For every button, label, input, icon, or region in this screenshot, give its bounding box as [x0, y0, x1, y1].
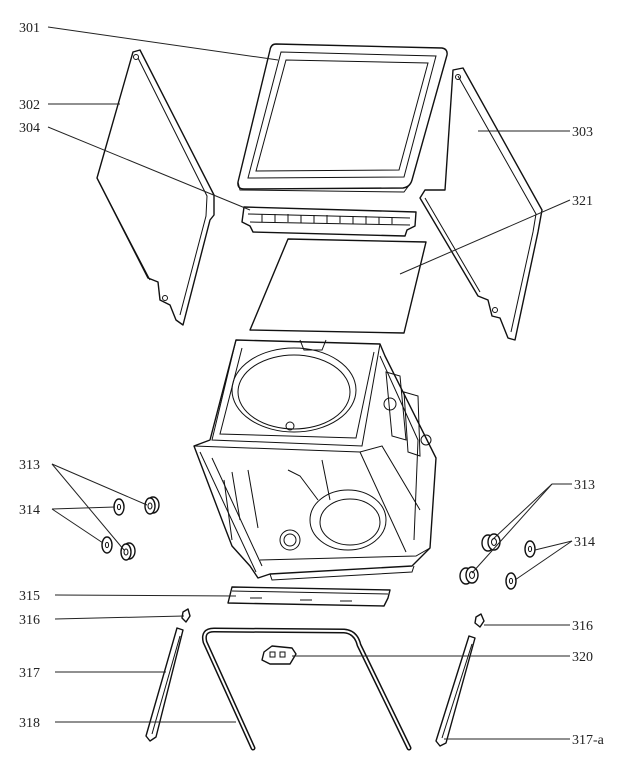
label-320: 320: [572, 650, 593, 665]
label-316-right: 316: [572, 619, 593, 634]
part-313-right-wheel-upper[interactable]: [481, 533, 501, 552]
part-318-door-gasket[interactable]: [201, 627, 412, 751]
part-303-right-side-panel[interactable]: [419, 67, 543, 341]
label-304: 304: [19, 121, 40, 136]
label-317: 317: [19, 666, 40, 681]
part-labels: 301 302 304 303 321 313 314 313 314 315 …: [19, 21, 605, 748]
part-314-left-washer-lower[interactable]: [101, 536, 113, 554]
part-314-right-washer-upper[interactable]: [524, 540, 536, 558]
label-316-left: 316: [19, 613, 40, 628]
part-321-insulation-plate[interactable]: [249, 238, 427, 334]
part-313-left-wheel-lower[interactable]: [120, 542, 136, 561]
label-313-left: 313: [19, 458, 40, 473]
label-314-right: 314: [574, 535, 595, 550]
part-313-right-wheel-lower[interactable]: [459, 566, 479, 585]
label-313-right: 313: [574, 478, 595, 493]
part-304-front-rail[interactable]: [241, 206, 417, 237]
part-315-bottom-rail[interactable]: [227, 586, 391, 607]
label-315: 315: [19, 589, 40, 604]
label-314-left: 314: [19, 503, 40, 518]
part-313-left-wheel-upper[interactable]: [144, 496, 160, 515]
label-317a: 317-a: [572, 733, 605, 748]
part-320-hinge-block[interactable]: [261, 645, 297, 665]
part-317a-right-strip[interactable]: [435, 635, 476, 747]
part-314-left-washer-upper[interactable]: [113, 498, 125, 516]
tub-frame-assembly: [193, 339, 437, 581]
part-301-top-cover[interactable]: [237, 43, 448, 193]
part-317-left-strip[interactable]: [145, 627, 184, 742]
part-316-left-clip[interactable]: [181, 608, 191, 623]
part-316-right-clip[interactable]: [474, 613, 485, 628]
part-314-right-washer-lower[interactable]: [505, 572, 517, 590]
label-302: 302: [19, 98, 40, 113]
label-303: 303: [572, 125, 593, 140]
label-301: 301: [19, 21, 40, 36]
label-318: 318: [19, 716, 40, 731]
label-321: 321: [572, 194, 593, 209]
leader-lines: [47, 26, 573, 740]
